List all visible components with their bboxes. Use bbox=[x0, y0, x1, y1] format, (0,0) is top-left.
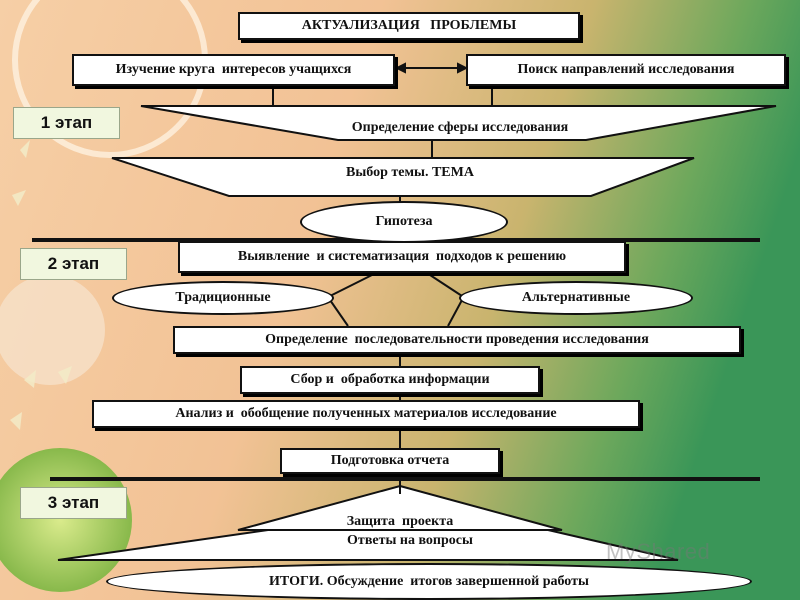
stage-3-label: 3 этап bbox=[20, 487, 127, 519]
deco-circle bbox=[0, 275, 105, 385]
interests-box: Изучение круга интересов учащихся bbox=[72, 54, 395, 86]
alternative-oval: Альтернативные bbox=[459, 281, 693, 315]
stage-1-label: 1 этап bbox=[13, 107, 120, 139]
answers-label: Ответы на вопросы bbox=[347, 533, 473, 548]
traditional-oval: Традиционные bbox=[112, 281, 334, 315]
deco-triangles bbox=[10, 140, 72, 430]
watermark: MyShared bbox=[606, 539, 711, 564]
approaches-box: Выявление и систематизация подходов к ре… bbox=[178, 241, 626, 273]
results-oval: ИТОГИ. Обсуждение итогов завершенной раб… bbox=[106, 563, 752, 600]
funnel-sphere bbox=[140, 105, 777, 141]
stage-2-label: 2 этап bbox=[20, 248, 127, 280]
collection-box: Сбор и обработка информации bbox=[240, 366, 540, 394]
sequence-box: Определение последовательности проведени… bbox=[173, 326, 741, 354]
title-box: АКТУАЛИЗАЦИЯ ПРОБЛЕМЫ bbox=[238, 12, 580, 40]
report-box: Подготовка отчета bbox=[280, 448, 500, 474]
hypothesis-oval: Гипотеза bbox=[300, 201, 508, 243]
analysis-box: Анализ и обобщение полученных материалов… bbox=[92, 400, 640, 428]
funnel-topic bbox=[111, 157, 695, 197]
topic-label: Выбор темы. ТЕМА bbox=[346, 165, 474, 180]
directions-box: Поиск направлений исследования bbox=[466, 54, 786, 86]
defense-label: Защита проекта bbox=[346, 514, 454, 529]
trapezoid-answers bbox=[57, 529, 679, 561]
sphere-label: Определение сферы исследования bbox=[351, 120, 569, 135]
